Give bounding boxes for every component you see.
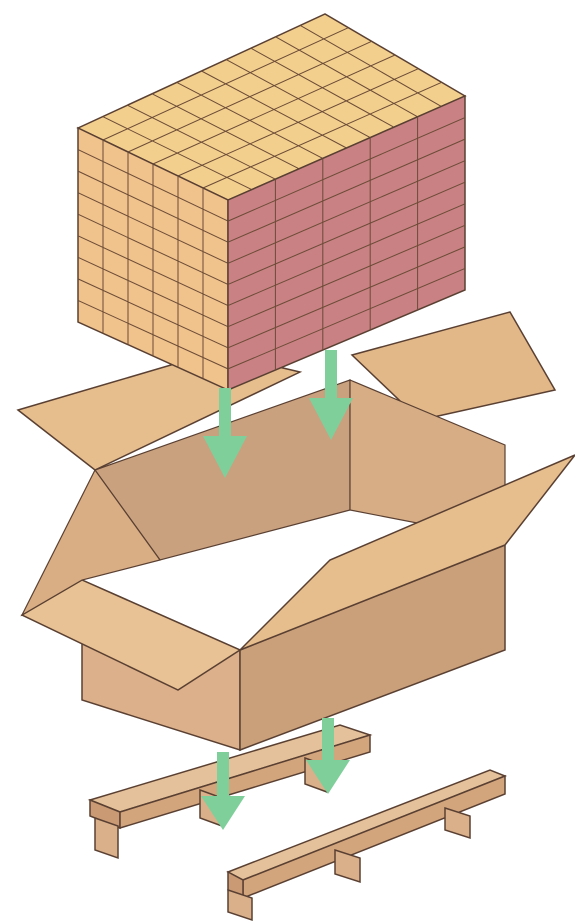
pallet — [90, 725, 505, 920]
pallet-runner-front — [228, 770, 505, 920]
open-shipping-box — [18, 312, 575, 750]
stack-of-cartons — [78, 14, 465, 390]
